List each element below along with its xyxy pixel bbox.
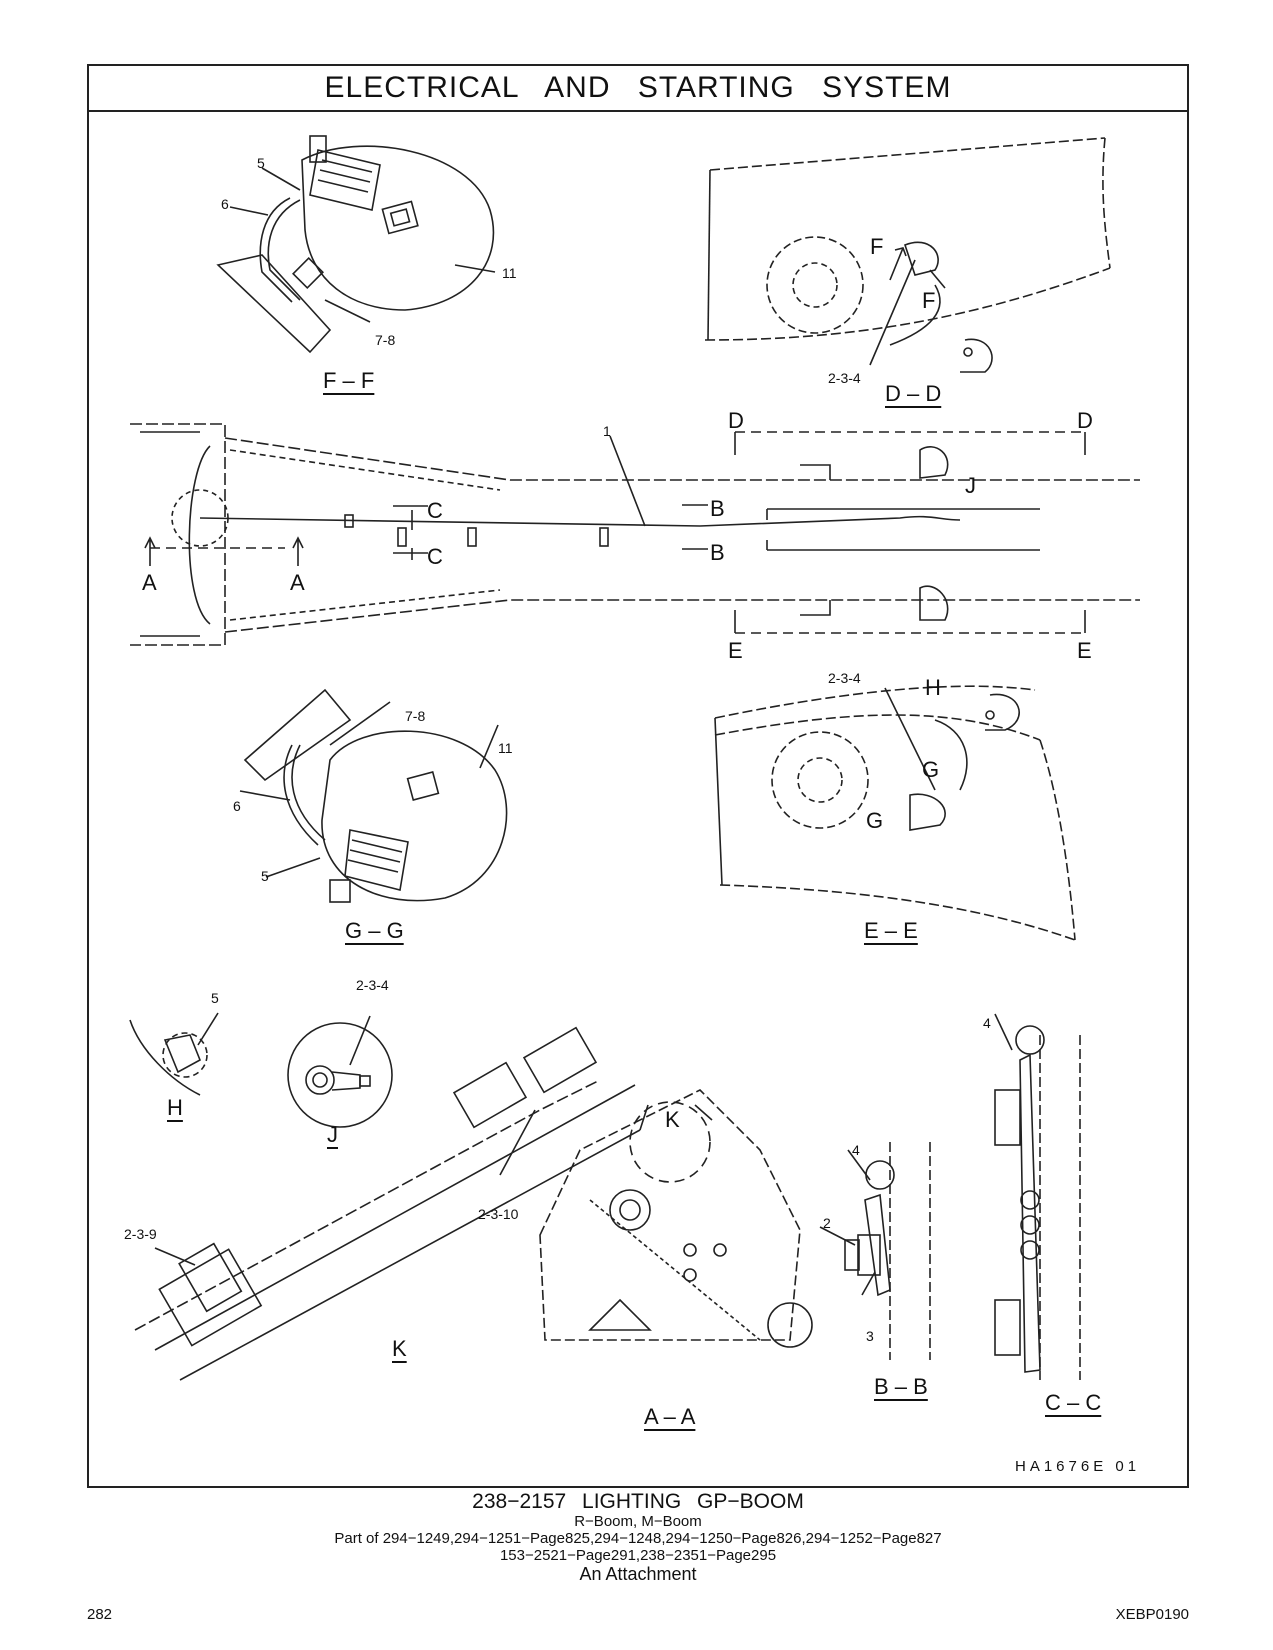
callout-11: 11 xyxy=(498,740,513,756)
page-number: 282 xyxy=(87,1606,113,1623)
view-title-bb: B – B xyxy=(874,1374,928,1399)
view-bb-drawing xyxy=(819,1142,931,1360)
callout-7-8: 7-8 xyxy=(405,708,426,724)
view-title-gg: G – G xyxy=(345,918,404,943)
view-title-aa: A – A xyxy=(644,1404,696,1429)
section-title: ELECTRICAL AND STARTING SYSTEM xyxy=(89,66,1187,112)
section-mark-c: C xyxy=(427,498,443,523)
caption-part-of-1: Part of 294−1249,294−1251−Page825,294−12… xyxy=(334,1530,942,1547)
section-mark-g: G xyxy=(922,757,940,782)
section-mark-h: H xyxy=(925,675,941,700)
view-title-h: H xyxy=(167,1095,183,1120)
callout-5: 5 xyxy=(261,868,269,884)
section-mark-e: E xyxy=(1077,638,1092,663)
callout-6: 6 xyxy=(221,196,229,212)
callout-2-3-4: 2-3-4 xyxy=(828,670,861,686)
view-title-ff: F – F xyxy=(323,368,375,393)
document-code: XEBP0190 xyxy=(1115,1606,1189,1623)
view-dd-drawing xyxy=(704,137,1111,341)
section-mark-e: E xyxy=(728,638,743,663)
main-boom-drawing xyxy=(130,423,1140,646)
view-title-dd: D – D xyxy=(885,381,942,406)
view-ee-solid xyxy=(714,687,1020,886)
view-ff-drawing xyxy=(216,135,496,354)
callout-6: 6 xyxy=(233,798,241,814)
section-mark-d: D xyxy=(1077,408,1093,433)
callout-5: 5 xyxy=(211,990,219,1006)
view-ee-drawing xyxy=(714,685,1076,941)
view-title-cc: C – C xyxy=(1045,1390,1102,1415)
view-title-j: J xyxy=(327,1122,338,1147)
callout-2-3-4: 2-3-4 xyxy=(356,977,389,993)
callout-4: 4 xyxy=(983,1015,991,1031)
caption-attachment: An Attachment xyxy=(579,1564,697,1584)
callout-2-3-4: 2-3-4 xyxy=(828,370,861,386)
callout-7-8: 7-8 xyxy=(375,332,396,348)
drawing-id: HA1676E 01 xyxy=(1015,1458,1141,1475)
figure-caption: 238−2157 LIGHTING GP−BOOM R−Boom, M−Boom… xyxy=(87,1490,1189,1585)
diagram-frame: ELECTRICAL AND STARTING SYSTEM xyxy=(87,64,1189,1488)
callout-1: 1 xyxy=(603,423,611,439)
section-mark-g: G xyxy=(866,808,884,833)
view-cc-drawing xyxy=(994,1013,1081,1380)
section-mark-b: B xyxy=(710,540,725,565)
callout-11: 11 xyxy=(502,265,517,281)
section-mark-f: F xyxy=(922,288,936,313)
view-dd-solid xyxy=(707,169,993,373)
callout-4: 4 xyxy=(852,1142,860,1158)
view-k-drawing xyxy=(134,1026,641,1381)
view-gg-drawing xyxy=(239,688,508,903)
callout-2: 2 xyxy=(823,1215,831,1231)
view-title-k: K xyxy=(392,1336,407,1361)
view-title-ee: E – E xyxy=(864,918,918,943)
section-mark-b: B xyxy=(710,496,725,521)
callout-2-3-9: 2-3-9 xyxy=(124,1226,157,1242)
view-aa-drawing xyxy=(539,1089,813,1348)
section-mark-f: F xyxy=(870,234,884,259)
caption-subtitle: R−Boom, M−Boom xyxy=(574,1513,702,1530)
view-h-drawing xyxy=(129,1012,219,1096)
section-mark-k: K xyxy=(665,1107,680,1132)
section-mark-a: A xyxy=(142,570,157,595)
callout-5: 5 xyxy=(257,155,265,171)
callout-2-3-10: 2-3-10 xyxy=(478,1206,519,1222)
section-mark-j: J xyxy=(965,473,976,498)
section-mark-d: D xyxy=(728,408,744,433)
callout-3: 3 xyxy=(866,1328,874,1344)
section-mark-c: C xyxy=(427,544,443,569)
section-mark-a: A xyxy=(290,570,305,595)
caption-title: 238−2157 LIGHTING GP−BOOM xyxy=(472,1490,804,1513)
view-j-drawing xyxy=(287,1015,393,1128)
caption-part-of-2: 153−2521−Page291,238−2351−Page295 xyxy=(499,1547,777,1564)
